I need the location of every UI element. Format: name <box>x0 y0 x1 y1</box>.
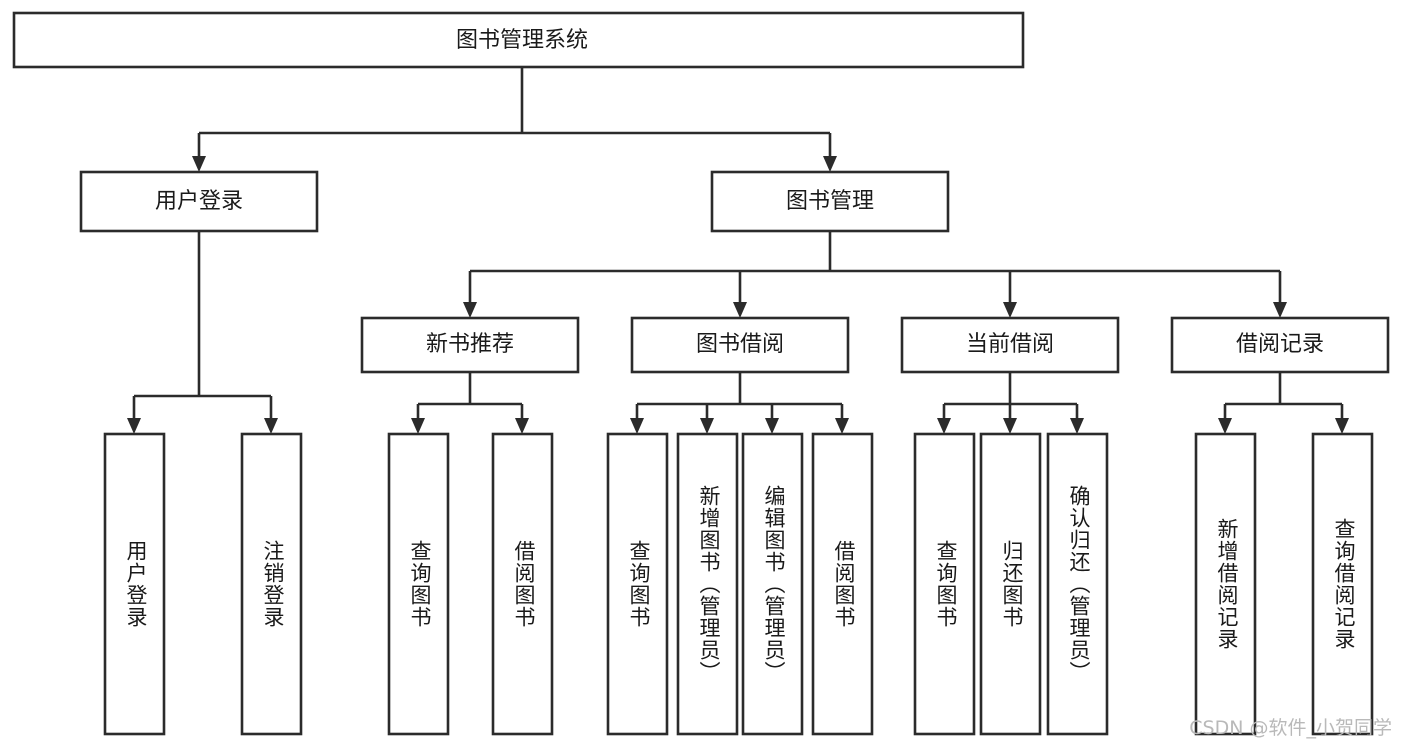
node-user-login-label: 用户登录 <box>155 189 243 214</box>
leaf-confirm-return-box[interactable] <box>1046 432 1109 736</box>
arrow-head-borrow-record <box>1273 302 1287 318</box>
connector-group-book-management <box>463 231 1287 318</box>
leaf-borrow-book-2-box[interactable] <box>811 432 874 736</box>
leaf-add-record[interactable]: 新增借阅记录 <box>1194 432 1257 736</box>
arrow-head-book-management <box>823 156 837 172</box>
connector-group-user-login <box>127 231 278 434</box>
leaf-query-record-label: 查询借阅记录 <box>1332 518 1356 650</box>
node-root[interactable]: 图书管理系统 <box>12 11 1025 69</box>
node-current-borrow-box[interactable] <box>900 316 1120 374</box>
leaf-query-record[interactable]: 查询借阅记录 <box>1311 432 1374 736</box>
connector-group-root <box>192 67 837 172</box>
node-book-borrow-box[interactable] <box>630 316 850 374</box>
arrow-head-new-book-recommend <box>463 302 477 318</box>
node-root-label: 图书管理系统 <box>456 28 588 53</box>
node-user-login-box[interactable] <box>79 170 319 233</box>
leaf-user-login-box[interactable] <box>103 432 166 736</box>
leaf-query-book-2[interactable]: 查询图书 <box>606 432 669 736</box>
node-book-borrow-label: 图书借阅 <box>696 332 784 357</box>
arrow-head-query-book-2 <box>630 418 644 434</box>
leaf-confirm-return[interactable]: 确认归还（管理员） <box>1046 432 1109 736</box>
leaf-query-book-3[interactable]: 查询图书 <box>913 432 976 736</box>
arrow-head-leaf-user-logout <box>264 418 278 434</box>
arrow-head-leaf-user-login <box>127 418 141 434</box>
node-book-management[interactable]: 图书管理 <box>710 170 950 233</box>
arrow-head-query-record <box>1335 418 1349 434</box>
arrow-head-current-borrow <box>1003 302 1017 318</box>
node-new-book-recommend-box[interactable] <box>360 316 580 374</box>
leaf-query-book-1-label: 查询图书 <box>408 540 432 628</box>
leaf-user-login-label: 用户登录 <box>124 540 148 628</box>
node-root-box[interactable] <box>12 11 1025 69</box>
node-book-borrow[interactable]: 图书借阅 <box>630 316 850 374</box>
leaf-add-book-label: 新增图书（管理员） <box>697 485 721 683</box>
arrow-head-user-login <box>192 156 206 172</box>
leaf-borrow-book-1-box[interactable] <box>491 432 554 736</box>
arrow-head-query-book-1 <box>411 418 425 434</box>
node-borrow-record[interactable]: 借阅记录 <box>1170 316 1390 374</box>
node-current-borrow[interactable]: 当前借阅 <box>900 316 1120 374</box>
leaf-add-record-label: 新增借阅记录 <box>1215 518 1239 650</box>
node-user-login[interactable]: 用户登录 <box>79 170 319 233</box>
connector-group-new-book-recommend <box>411 372 529 434</box>
leaf-add-record-box[interactable] <box>1194 432 1257 736</box>
leaf-borrow-book-1[interactable]: 借阅图书 <box>491 432 554 736</box>
leaf-user-logout-label: 注销登录 <box>261 540 285 628</box>
node-new-book-recommend[interactable]: 新书推荐 <box>360 316 580 374</box>
arrow-head-book-borrow <box>733 302 747 318</box>
arrow-head-return-book <box>1003 418 1017 434</box>
leaf-user-logout[interactable]: 注销登录 <box>240 432 303 736</box>
leaf-query-book-1[interactable]: 查询图书 <box>387 432 450 736</box>
leaf-borrow-book-1-label: 借阅图书 <box>512 540 536 628</box>
arrow-head-borrow-book-2 <box>835 418 849 434</box>
leaf-query-book-2-box[interactable] <box>606 432 669 736</box>
leaf-borrow-book-2-label: 借阅图书 <box>832 540 856 628</box>
leaf-return-book-label: 归还图书 <box>1000 540 1024 628</box>
leaf-edit-book[interactable]: 编辑图书（管理员） <box>741 432 804 736</box>
leaf-add-book[interactable]: 新增图书（管理员） <box>676 432 739 736</box>
leaf-user-login[interactable]: 用户登录 <box>103 432 166 736</box>
node-book-management-label: 图书管理 <box>786 189 874 214</box>
arrow-head-confirm-return <box>1070 418 1084 434</box>
leaf-add-book-box[interactable] <box>676 432 739 736</box>
node-new-book-recommend-label: 新书推荐 <box>426 332 514 357</box>
connector-group-current-borrow <box>937 372 1084 434</box>
arrow-head-add-record <box>1218 418 1232 434</box>
connector-group-book-borrow <box>630 372 849 434</box>
leaf-query-book-3-label: 查询图书 <box>934 540 958 628</box>
leaf-edit-book-box[interactable] <box>741 432 804 736</box>
arrow-head-query-book-3 <box>937 418 951 434</box>
arrow-head-edit-book <box>765 418 779 434</box>
arrow-head-borrow-book-1 <box>515 418 529 434</box>
node-current-borrow-label: 当前借阅 <box>966 332 1054 357</box>
leaf-return-book[interactable]: 归还图书 <box>979 432 1042 736</box>
leaf-query-book-2-label: 查询图书 <box>627 540 651 628</box>
node-borrow-record-box[interactable] <box>1170 316 1390 374</box>
arrow-head-add-book <box>700 418 714 434</box>
node-book-management-box[interactable] <box>710 170 950 233</box>
leaf-query-record-box[interactable] <box>1311 432 1374 736</box>
leaf-return-book-box[interactable] <box>979 432 1042 736</box>
leaf-query-book-1-box[interactable] <box>387 432 450 736</box>
connector-group-borrow-record <box>1218 372 1349 434</box>
leaf-borrow-book-2[interactable]: 借阅图书 <box>811 432 874 736</box>
leaf-edit-book-label: 编辑图书（管理员） <box>762 485 786 683</box>
leaf-confirm-return-label: 确认归还（管理员） <box>1067 485 1091 683</box>
leaf-query-book-3-box[interactable] <box>913 432 976 736</box>
node-borrow-record-label: 借阅记录 <box>1236 332 1324 357</box>
csdn-watermark: CSDN @软件_小贺同学 <box>1189 717 1392 739</box>
leaf-user-logout-box[interactable] <box>240 432 303 736</box>
